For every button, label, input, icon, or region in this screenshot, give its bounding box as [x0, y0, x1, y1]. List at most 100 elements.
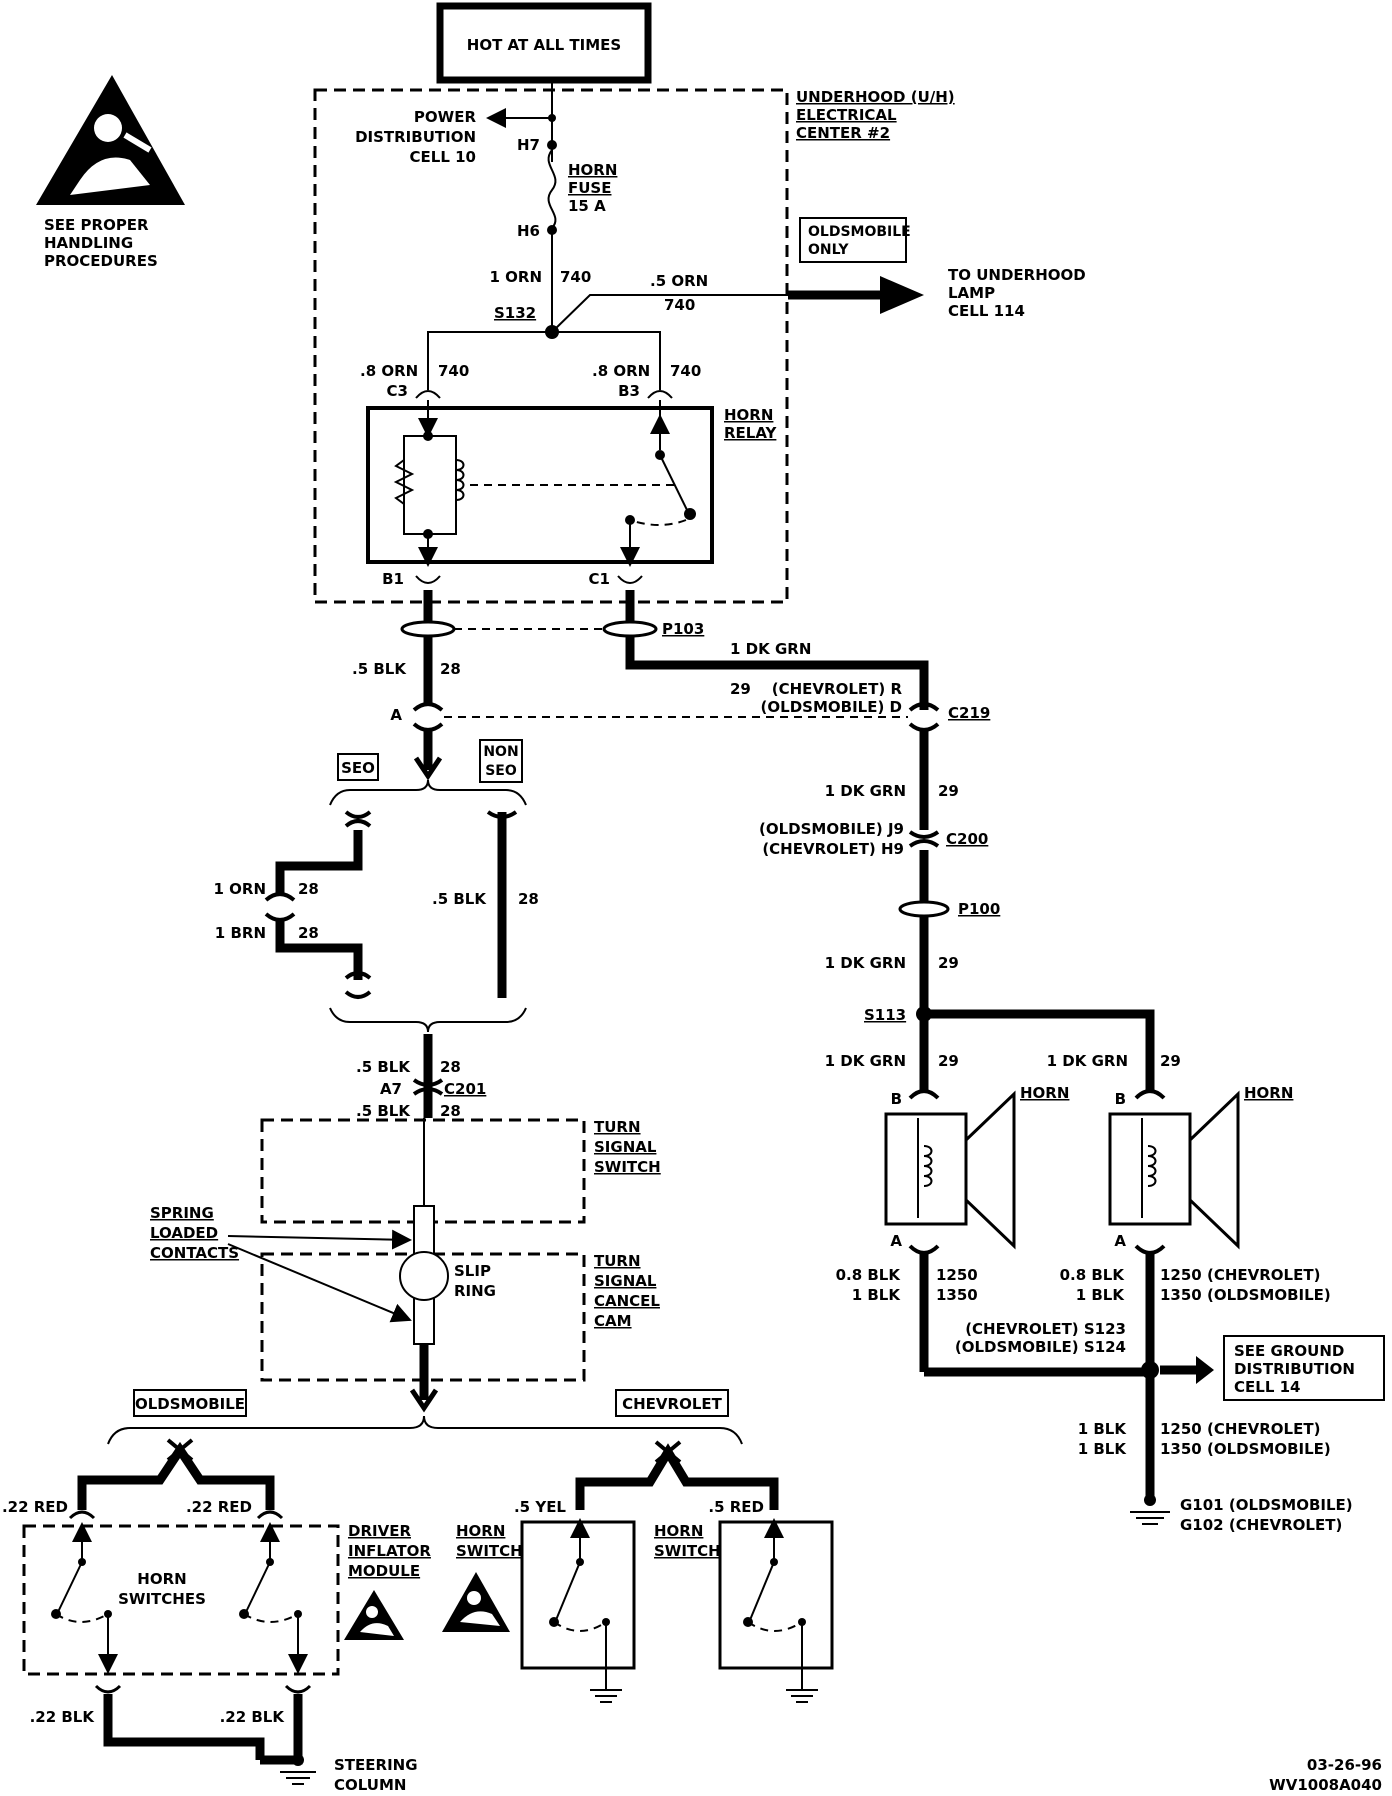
seo-brn-wire [275, 918, 363, 980]
fuse-label-1: HORN [568, 161, 617, 179]
non-seo-label-2: SEO [485, 763, 517, 779]
horn-right-pin-a: A [1114, 1232, 1126, 1250]
lamp-wire-circuit: 740 [664, 296, 695, 314]
horn-right-connector-top [1134, 1089, 1166, 1100]
feed-circuit-label: 740 [560, 268, 591, 286]
cancel-cam-label-1: TURN [594, 1252, 641, 1270]
wire-continue-arrow-1 [413, 756, 443, 781]
vehicle-brace [107, 1415, 743, 1445]
olds-switch-2-travel [243, 1613, 299, 1623]
olds-label-box [133, 1389, 247, 1417]
chev-right-switch-box [718, 1520, 834, 1670]
uh-center-label-1: UNDERHOOD (U/H) [796, 88, 955, 106]
chev-left-wire-label: .5 YEL [514, 1498, 566, 1516]
lamp-dest-label-3: CELL 114 [948, 302, 1025, 320]
power-dist-label-3: CELL 10 [410, 148, 476, 166]
power-source-box: HOT AT ALL TIMES [436, 2, 652, 84]
chev-switch-2-travel [747, 1621, 803, 1632]
c201-top-size: .5 BLK [356, 1058, 411, 1076]
olds-only-label-2: ONLY [808, 242, 849, 258]
horn-left-pin-b: B [891, 1090, 902, 1108]
module-label-3: MODULE [348, 1562, 420, 1580]
module-warning-icon [344, 1590, 404, 1640]
dkgrn-wire-b [625, 640, 929, 710]
fuse-label-2: FUSE [568, 179, 611, 197]
olds-gnd-connector-right [284, 1684, 312, 1694]
turn-switch-label-3: SWITCH [594, 1158, 661, 1176]
ground-run-c1: 1250 (CHEVROLET) [1160, 1420, 1320, 1438]
lamp-branch-wire [551, 294, 790, 333]
horn-relay-box [366, 406, 714, 564]
wire-continue-arrow-2 [409, 1388, 439, 1413]
seo-label: SEO [341, 759, 375, 777]
chev-left-switch-box [520, 1520, 636, 1670]
chev-warning-icon [442, 1572, 510, 1632]
c3-size-label: .8 ORN [360, 362, 418, 380]
power-dist-label-1: POWER [414, 108, 477, 126]
turn-switch-label-2: SIGNAL [594, 1138, 657, 1156]
dkgrn-29-b-size: 1 DK GRN [825, 954, 906, 972]
slip-ring-label-2: RING [454, 1282, 496, 1300]
blk28-size-label: .5 BLK [352, 660, 407, 678]
slip-ring-label-1: SLIP [454, 1262, 491, 1280]
horn-right-coil [1147, 1145, 1157, 1187]
dkgrn-top-label: 1 DK GRN [730, 640, 811, 658]
seo-inline-connector [264, 892, 296, 922]
horn-right-gnd-size1: 0.8 BLK [1060, 1266, 1126, 1284]
horn-left-gnd-size1: 0.8 BLK [836, 1266, 902, 1284]
footer-date: 03-26-96 [1307, 1756, 1382, 1774]
horn-left-circuit: 29 [938, 1052, 959, 1070]
turn-switch-label-1: TURN [594, 1118, 641, 1136]
relay-label-2: RELAY [724, 424, 778, 442]
c201-bot-size: .5 BLK [356, 1102, 411, 1120]
ground-run-size2: 1 BLK [1078, 1440, 1128, 1458]
dkgrn-29-a-size: 1 DK GRN [825, 782, 906, 800]
warning-text-1: SEE PROPER [44, 216, 149, 234]
c219-olds-label: (OLDSMOBILE) D [761, 698, 902, 716]
relay-contact-travel [629, 519, 687, 526]
relay-b3-wire [552, 331, 661, 390]
ground-splice-olds-label: (OLDSMOBILE) S124 [955, 1338, 1126, 1356]
c201-connector [412, 1078, 444, 1096]
chev-right-switch-label-1: HORN [654, 1522, 703, 1540]
horn-left-connector-bottom [908, 1244, 940, 1255]
module-label-1: DRIVER [348, 1522, 411, 1540]
dkgrn-29-b-circuit: 29 [938, 954, 959, 972]
seo-connector-bottom [344, 971, 372, 999]
non-seo-size-label: .5 BLK [432, 890, 487, 908]
ground-dist-label-1: SEE GROUND [1234, 1342, 1344, 1360]
horn-left-connector-top [908, 1089, 940, 1100]
airbag-warning-icon [36, 75, 185, 205]
ground-g101-label: G101 (OLDSMOBILE) [1180, 1496, 1353, 1514]
horn-left-gnd-c1: 1250 [936, 1266, 978, 1284]
horn-left-bell [964, 1090, 1016, 1250]
relay-contact-tip [684, 508, 696, 520]
cancel-cam-label-2: SIGNAL [594, 1272, 657, 1290]
seo-orn-circuit: 28 [298, 880, 319, 898]
horn-right-connector-bottom [1134, 1244, 1166, 1255]
non-seo-circuit-label: 28 [518, 890, 539, 908]
chev-switch-1-arm [555, 1561, 581, 1621]
chev-switch-2-arm [749, 1561, 775, 1621]
cancel-cam-label-4: CAM [594, 1312, 632, 1330]
p100-grommet [898, 900, 950, 918]
slip-ring [399, 1251, 449, 1301]
p100-label: P100 [958, 900, 1000, 918]
b1-connector [415, 575, 441, 584]
ground-dist-arrow [1196, 1356, 1214, 1384]
c1-pin-label: C1 [589, 570, 610, 588]
p103-grommet-right [602, 620, 658, 638]
spring-contacts-label-1: SPRING [150, 1204, 214, 1222]
chev-right-switch-label-2: SWITCH [654, 1542, 721, 1560]
chev-right-wire-label: .5 RED [708, 1498, 764, 1516]
steering-column-ground-node [292, 1754, 304, 1766]
relay-c3-wire [427, 331, 552, 390]
olds-switch-2-arm [245, 1561, 271, 1613]
non-seo-box [479, 739, 523, 783]
non-seo-connector-top [486, 810, 518, 819]
olds-left-gnd-label: .22 BLK [30, 1708, 96, 1726]
spring-contacts-label-2: LOADED [150, 1224, 218, 1242]
ground-g102-label: G102 (CHEVROLET) [1180, 1516, 1342, 1534]
horn-right-body [1108, 1112, 1192, 1226]
